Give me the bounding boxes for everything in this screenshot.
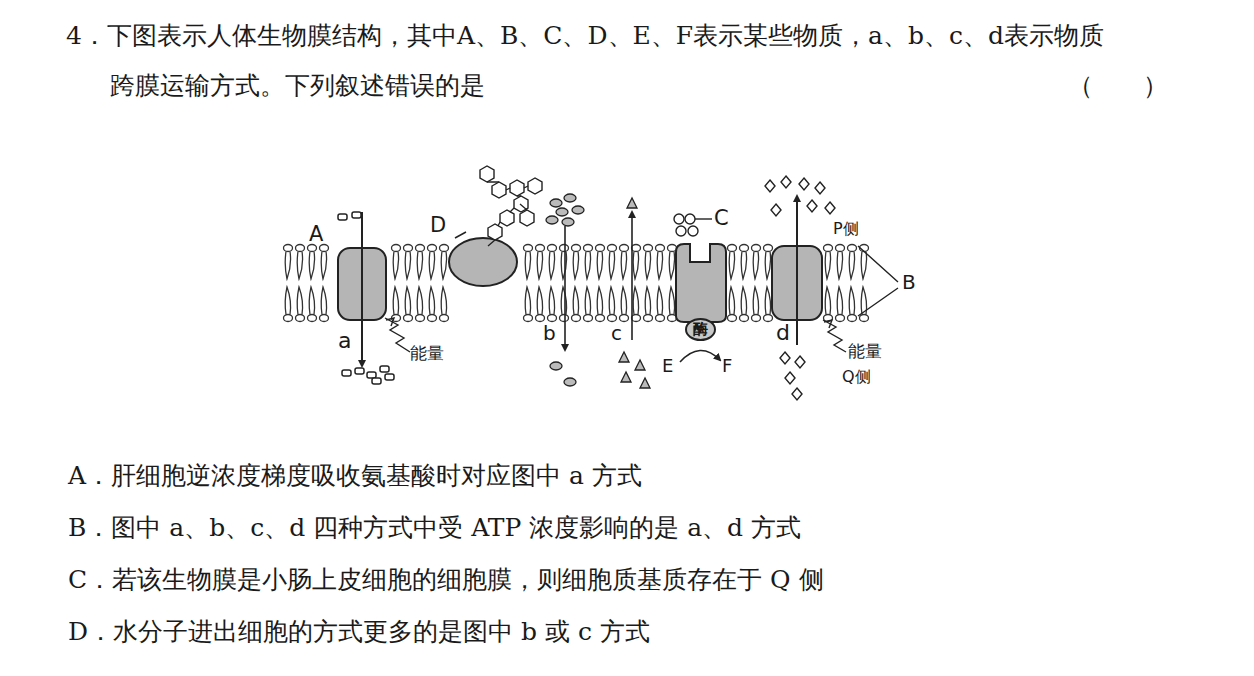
substance-label: D	[430, 213, 446, 237]
question-stem: 4．下图表示人体生物膜结构，其中A、B、C、D、E、F表示某些物质，a、b、c、…	[66, 22, 1104, 51]
substance-label: C	[714, 206, 729, 230]
option-text: B．图中 a、b、c、d 四种方式中受 ATP 浓度影响的是 a、d 方式	[68, 514, 801, 543]
option-text: C．若该生物膜是小肠上皮细胞的细胞膜，则细胞质基质存在于 Q 侧	[68, 566, 824, 595]
transport-label: c	[611, 322, 622, 345]
energy-label: 能量	[410, 344, 444, 364]
substance-label: F	[722, 356, 732, 377]
substance-label: B	[902, 271, 916, 294]
transport-label: d	[776, 320, 790, 345]
energy-label: 能量	[848, 342, 882, 362]
question-stem: 跨膜运输方式。下列叙述错误的是	[110, 72, 485, 101]
side-label: Q侧	[842, 368, 871, 386]
transport-label: a	[338, 328, 351, 353]
side-label: P侧	[833, 220, 859, 238]
answer-bracket: （ ）	[1068, 72, 1168, 101]
substance-label: A	[309, 222, 323, 246]
enzyme-label: 酶	[693, 322, 708, 337]
enzyme-oval: 酶	[685, 318, 716, 341]
option-text: D．水分子进出细胞的方式更多的是图中 b 或 c 方式	[68, 618, 650, 647]
option-text: A．肝细胞逆浓度梯度吸收氨基酸时对应图中 a 方式	[68, 462, 642, 491]
transport-label: b	[543, 322, 556, 345]
substance-label: E	[662, 356, 673, 377]
